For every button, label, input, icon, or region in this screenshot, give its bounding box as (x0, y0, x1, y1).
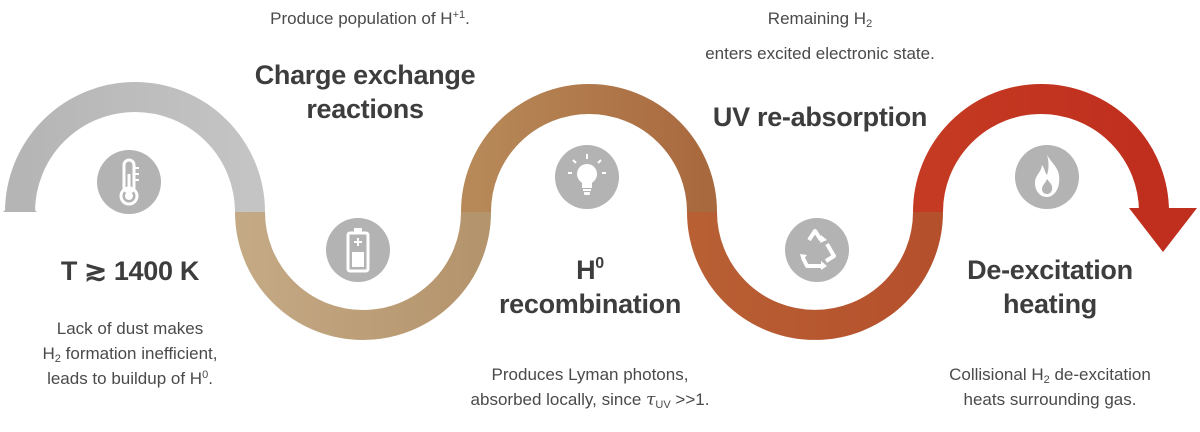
wave-segment-2 (235, 211, 491, 340)
lightbulb-icon (555, 145, 619, 209)
stage-2-description: Produce population of H+1. (270, 9, 470, 28)
wave-start-tip (3, 196, 37, 212)
wave-segment-5 (913, 84, 1169, 213)
stage-2-title: Charge exchange reactions (254, 60, 476, 124)
stage-4-description: Remaining H2 enters excited electronic s… (705, 9, 935, 63)
stage-5-description: Collisional H2 de-excitation heats surro… (949, 365, 1151, 409)
stage-4-title: UV re-absorption (712, 102, 928, 132)
battery-icon (326, 218, 390, 282)
stage-1-title: T ≳ 1400 K (60, 256, 200, 286)
wave-segment-4 (687, 211, 943, 340)
stage-1-description: Lack of dust makes H2 formation ineffici… (42, 319, 218, 388)
stage-3-description: Produces Lyman photons, absorbed locally… (470, 365, 710, 411)
thermometer-icon (97, 150, 161, 214)
arrow-head (1129, 208, 1197, 252)
wave-segment-1 (5, 82, 265, 213)
wave-segment-3 (461, 84, 717, 213)
stage-5-title: De-excitation heating (967, 255, 1133, 319)
flame-icon (1015, 145, 1079, 209)
recycle-icon (785, 218, 849, 282)
stage-3-title: H0 recombination (498, 255, 682, 319)
